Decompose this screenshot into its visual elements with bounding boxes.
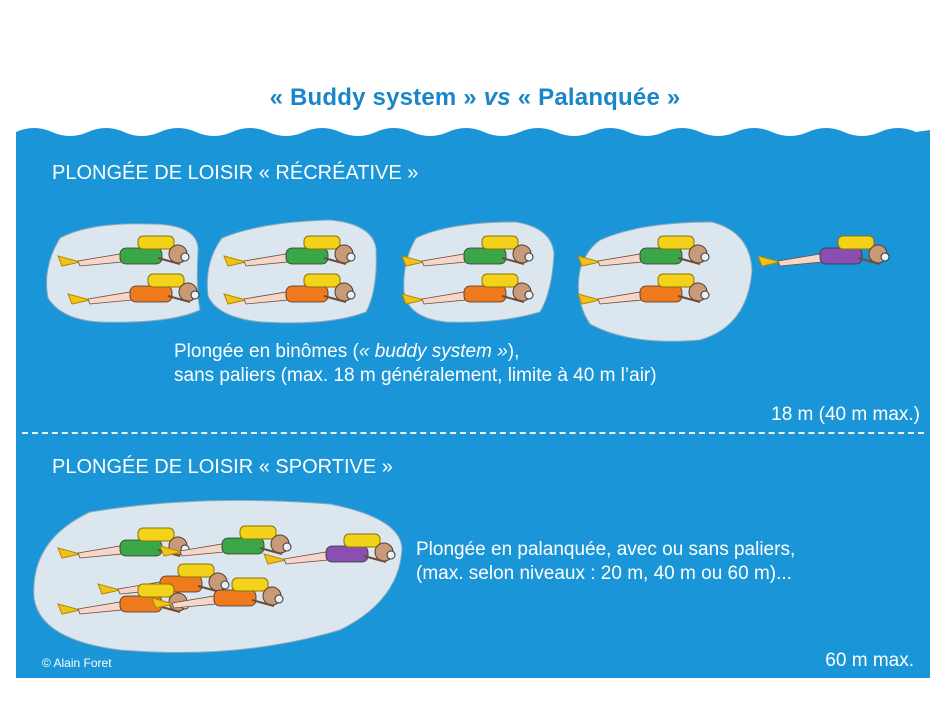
diver-orange-2 [223, 273, 356, 305]
recreational-text-line2: sans paliers (max. 18 m généralement, li… [174, 365, 657, 386]
depth-divider-line [22, 432, 924, 434]
sportive-text-line1: Plongée en palanquée, avec ou sans palie… [416, 539, 796, 560]
diver-palanquee-6 [263, 533, 396, 565]
title-vs: vs [483, 84, 511, 111]
recreational-description: Plongée en binômes (« buddy system »), s… [174, 340, 657, 388]
title-part2: « Palanquée » [517, 84, 681, 111]
diver-orange-1 [67, 273, 200, 305]
heading-sportive: PLONGÉE DE LOISIR « SPORTIVE » [52, 456, 393, 478]
heading-recreational: PLONGÉE DE LOISIR « RÉCRÉATIVE » [52, 162, 419, 184]
diver-green-4 [577, 235, 710, 267]
copyright-credit: © Alain Foret [42, 656, 112, 670]
diver-palanquee-2 [159, 525, 292, 557]
depth-recreational: 18 m (40 m max.) [771, 404, 920, 425]
recreational-text-line1: Plongée en binômes (« buddy system »), [174, 341, 520, 362]
diver-orange-4 [577, 273, 710, 305]
depth-sportive: 60 m max. [825, 650, 914, 671]
diver-green-1 [57, 235, 190, 267]
diver-orange-3 [401, 273, 534, 305]
buddy-pair-group-2 [206, 219, 377, 324]
page-title: « Buddy system » vs « Palanquée » [0, 84, 950, 112]
sportive-text-line2: (max. selon niveaux : 20 m, 40 m ou 60 m… [416, 563, 792, 584]
diver-purple-solo [757, 235, 890, 267]
diver-green-3 [401, 235, 534, 267]
diver-green-2 [223, 235, 356, 267]
buddy-pair-group-1 [46, 223, 201, 323]
sportive-description: Plongée en palanquée, avec ou sans palie… [416, 538, 795, 586]
diver-palanquee-5 [151, 577, 284, 609]
title-part1: « Buddy system » [269, 84, 477, 111]
buddy-pair-group-3 [403, 221, 555, 323]
